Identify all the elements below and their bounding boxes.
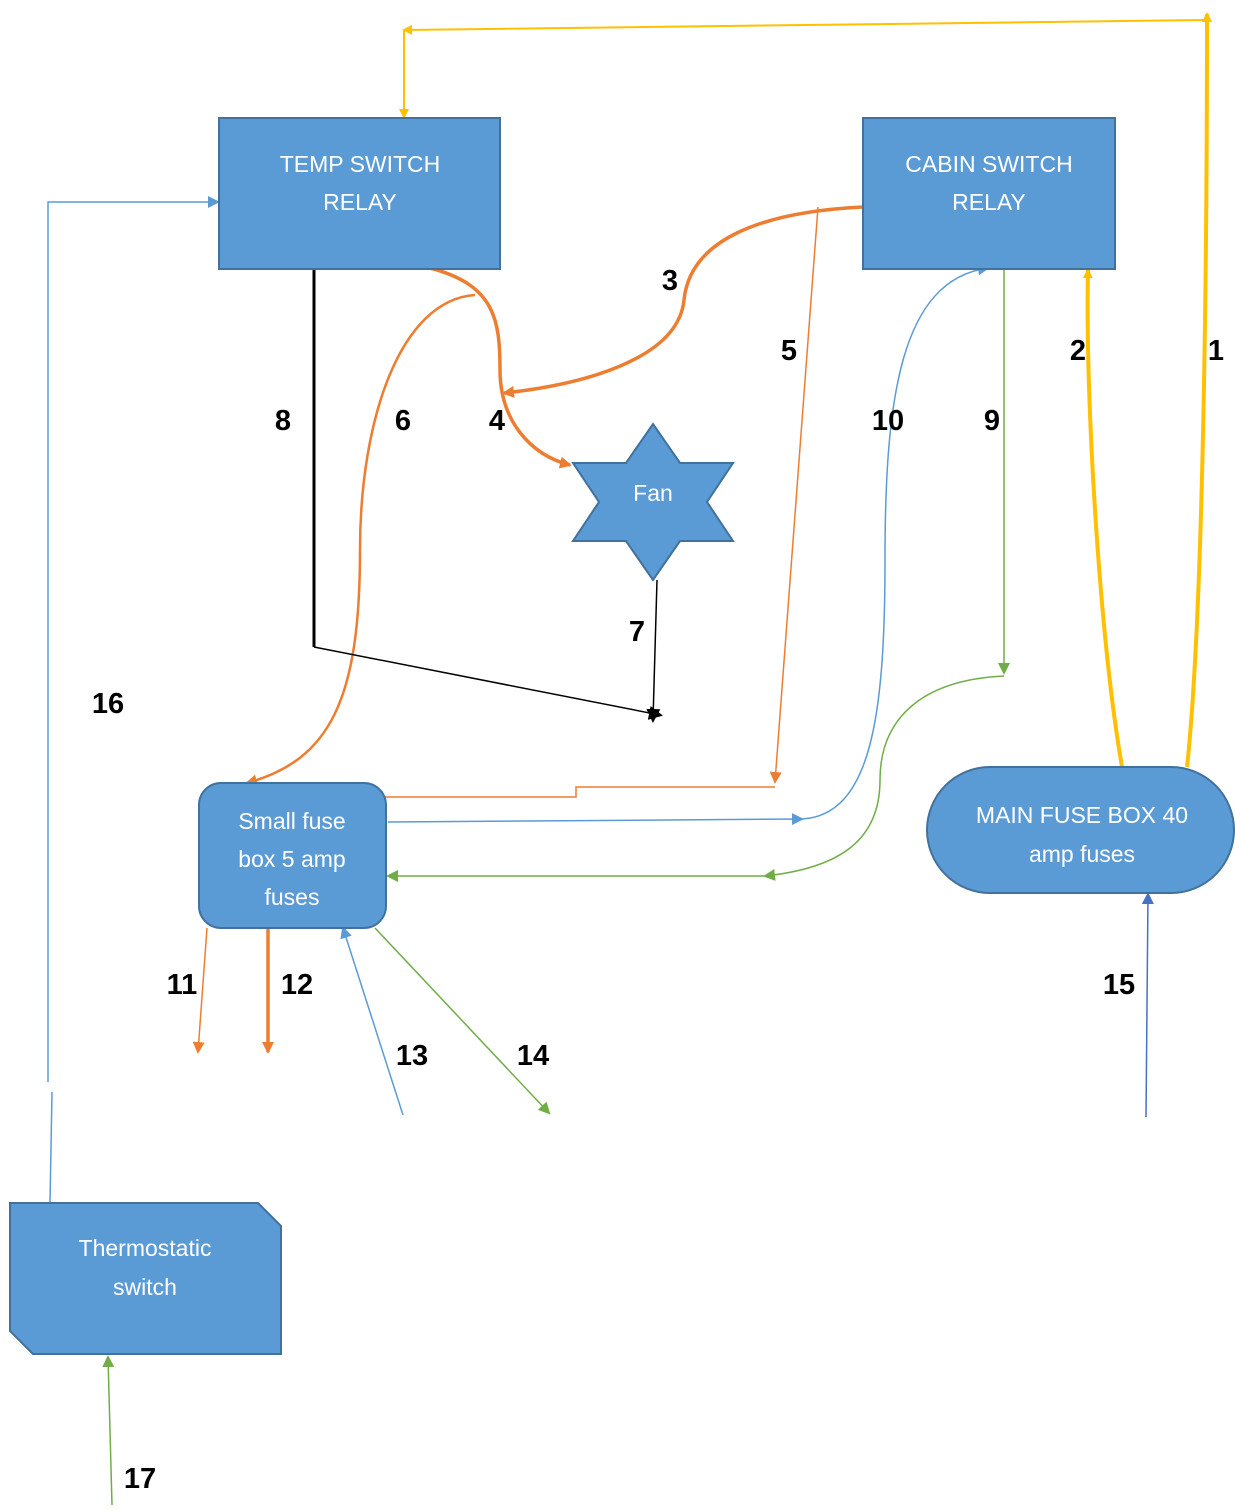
- wire-6: [245, 293, 476, 787]
- wire-label-1: 1: [1208, 335, 1224, 367]
- temp-switch-relay-line-2: RELAY: [323, 189, 397, 215]
- wire-label-11: 11: [167, 969, 198, 1001]
- wire-label-8: 8: [275, 405, 291, 437]
- wire-label-2: 2: [1070, 335, 1086, 367]
- wire-label-7: 7: [629, 616, 645, 648]
- wire-label-12: 12: [281, 969, 313, 1001]
- wire-1-top-run: [402, 19, 1208, 35]
- wire-3: [502, 205, 864, 398]
- wire-7: [646, 579, 661, 723]
- wire-11: [192, 927, 208, 1054]
- wire-15: [1141, 892, 1154, 1118]
- wire-10: [387, 813, 804, 826]
- wire-label-6: 6: [395, 405, 411, 437]
- wire-label-15: 15: [1103, 969, 1135, 1001]
- thermostatic-switch-line-1: Thermostatic: [79, 1235, 212, 1261]
- wire-4: [429, 266, 572, 469]
- small-fuse-box-line-2: box 5 amp: [238, 846, 345, 872]
- wire-10-curve: [801, 263, 990, 820]
- wire-17: [102, 1355, 115, 1506]
- thermostatic-switch-box: Thermostatic switch: [9, 1202, 282, 1355]
- small-fuse-box-line-3: fuses: [265, 884, 320, 910]
- fan-star: Fan: [571, 422, 735, 582]
- wire-14: [374, 927, 551, 1115]
- wire-13: [340, 926, 404, 1116]
- main-fuse-box-line-1: MAIN FUSE BOX 40: [976, 802, 1188, 828]
- wire-2: [1082, 268, 1124, 768]
- thermostatic-switch-line-2: switch: [113, 1274, 177, 1300]
- wire-16: [49, 1091, 53, 1204]
- wire-label-14: 14: [517, 1040, 549, 1072]
- wire-1: [1185, 12, 1212, 768]
- temp-switch-relay-box: TEMP SWITCH RELAY: [218, 117, 501, 270]
- main-fuse-box-line-2: amp fuses: [1029, 841, 1135, 867]
- wire-label-13: 13: [396, 1040, 428, 1072]
- wire-9-curve: [763, 675, 1005, 881]
- wire-label-10: 10: [872, 405, 904, 437]
- wire-label-17: 17: [124, 1463, 156, 1495]
- wire-8-run: [313, 646, 663, 720]
- cabin-switch-relay-line-2: RELAY: [952, 189, 1026, 215]
- wire-label-5: 5: [781, 335, 797, 367]
- cabin-switch-relay-line-1: CABIN SWITCH: [905, 151, 1072, 177]
- wire-label-4: 4: [489, 405, 505, 437]
- wire-5: [769, 206, 819, 784]
- fan-label: Fan: [633, 480, 673, 506]
- small-fuse-box-line-1: Small fuse: [238, 808, 345, 834]
- cabin-switch-relay-box: CABIN SWITCH RELAY: [862, 117, 1116, 270]
- small-fuse-box: Small fuse box 5 amp fuses: [198, 782, 387, 929]
- wire-5-return: [371, 786, 775, 803]
- temp-switch-relay-line-1: TEMP SWITCH: [280, 151, 441, 177]
- wire-label-9: 9: [984, 405, 1000, 437]
- main-fuse-box: MAIN FUSE BOX 40 amp fuses: [926, 766, 1235, 894]
- wire-16-run: [47, 196, 220, 1082]
- wire-label-3: 3: [662, 265, 678, 297]
- wire-label-16: 16: [92, 688, 124, 720]
